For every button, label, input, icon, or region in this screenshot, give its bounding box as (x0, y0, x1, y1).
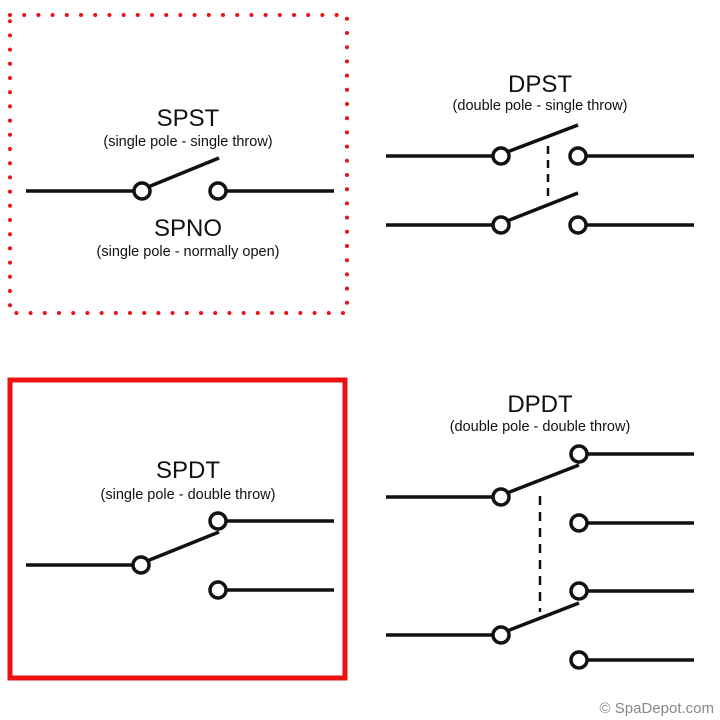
dotted-highlight-border (8, 13, 349, 315)
copyright-text: © SpaDepot.com (600, 700, 714, 717)
dpst-panel: DPST (double pole - single throw) (386, 71, 694, 235)
dpdt-subtitle: (double pole - double throw) (450, 419, 631, 435)
dpst-title: DPST (508, 71, 572, 98)
dpdt-symbol (386, 444, 694, 670)
solid-highlight-border (7, 377, 348, 681)
spdt-symbol (26, 511, 334, 600)
spst-symbol (26, 156, 334, 201)
spdt-panel: SPDT (single pole - double throw) (7, 377, 348, 681)
dpdt-panel: DPDT (double pole - double throw) (386, 391, 694, 670)
spst-panel: SPST (single pole - single throw) SPNO (… (8, 13, 349, 315)
dpst-subtitle: (double pole - single throw) (453, 98, 628, 114)
dpst-symbol (386, 123, 694, 235)
spdt-subtitle: (single pole - double throw) (101, 487, 276, 503)
spst-subtitle: (single pole - single throw) (103, 134, 272, 150)
dpdt-title: DPDT (507, 391, 573, 418)
spno-subtitle: (single pole - normally open) (97, 244, 280, 260)
spno-title: SPNO (154, 215, 222, 242)
spdt-title: SPDT (156, 457, 220, 484)
spst-title: SPST (157, 105, 220, 132)
